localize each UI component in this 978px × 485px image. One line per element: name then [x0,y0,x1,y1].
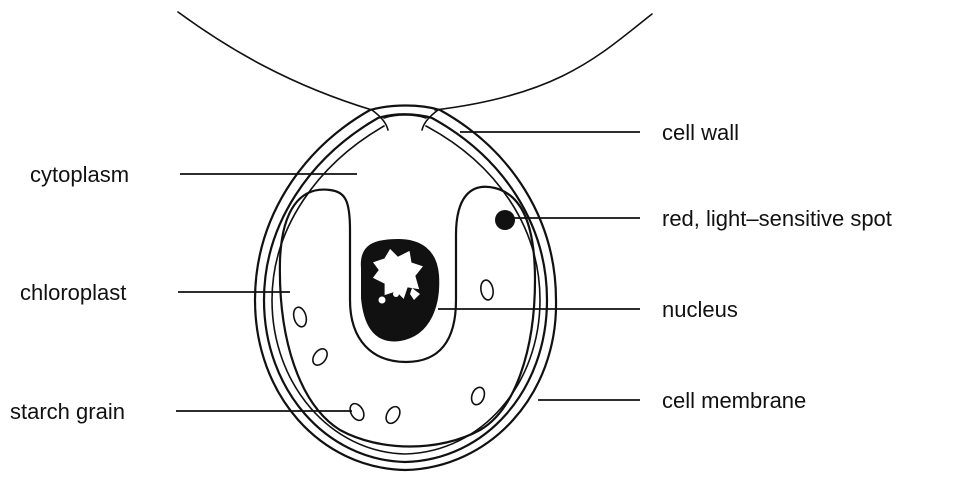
starch-grain [479,279,494,301]
starch-grain [310,346,330,368]
label-cell-membrane: cell membrane [662,388,806,413]
nucleus-dot-1 [379,297,386,304]
starch-grain [347,401,366,423]
starch-grain [469,385,486,406]
flagellum-left [178,12,372,110]
starch-grain [383,404,402,426]
flagellum-right [435,14,652,110]
label-red-spot: red, light–sensitive spot [662,206,892,231]
nucleus-dot-2 [393,291,399,297]
label-chloroplast: chloroplast [20,280,126,305]
label-nucleus: nucleus [662,297,738,322]
label-cell-wall: cell wall [662,120,739,145]
starch-grain [292,306,309,328]
label-starch-grain: starch grain [10,399,125,424]
eyespot [495,210,515,230]
label-cytoplasm: cytoplasm [30,162,129,187]
